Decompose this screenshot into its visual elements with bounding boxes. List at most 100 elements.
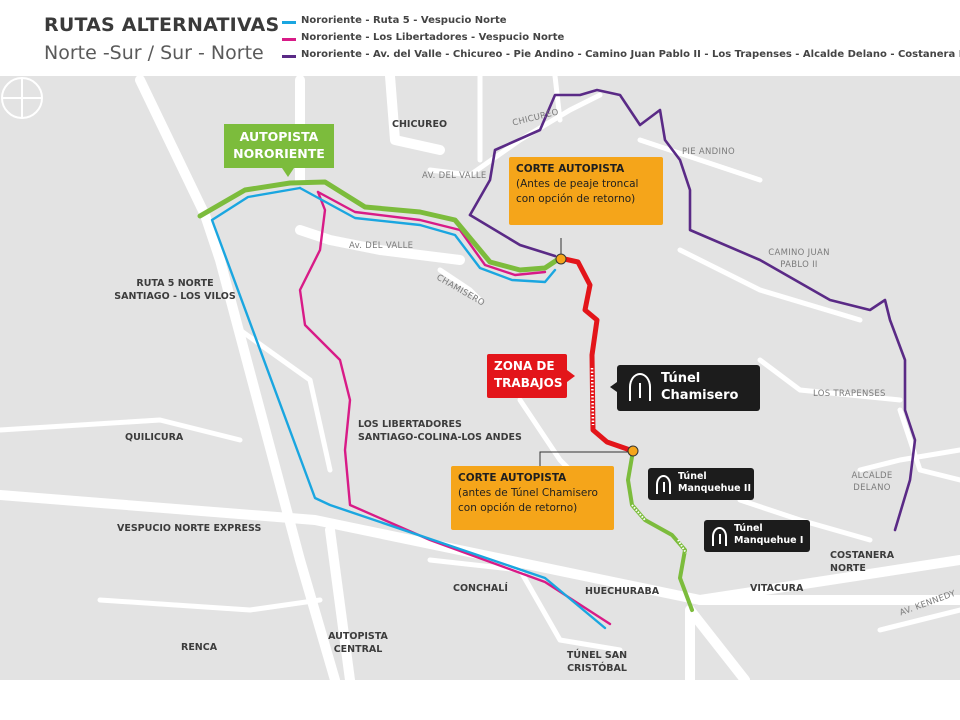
tunnel-manquehue-1-dash bbox=[677, 539, 687, 554]
map-svg bbox=[0, 76, 960, 680]
tunel-sc-line1: TÚNEL SAN bbox=[566, 650, 628, 661]
zona-line2: TRABAJOS bbox=[494, 376, 563, 390]
map-title: RUTAS ALTERNATIVAS bbox=[44, 14, 280, 36]
tunel-chamisero-text: Túnel Chamisero bbox=[661, 370, 738, 404]
street-av-del-valle-2: Av. DEL VALLE bbox=[349, 241, 414, 251]
legend-label: Nororiente - Ruta 5 - Vespucio Norte bbox=[301, 15, 507, 26]
tunel-manquehue-2-label: Túnel Manquehue II bbox=[648, 468, 754, 500]
legend-swatch-purple bbox=[282, 55, 296, 58]
corte-2-line1: (antes de Túnel Chamisero bbox=[458, 487, 598, 499]
street-camino-juan-pablo-ii: CAMINO JUAN PABLO II bbox=[763, 247, 835, 271]
tunel-chamisero-line2: Chamisero bbox=[661, 388, 739, 403]
libertadores-line2: SANTIAGO-COLINA-LOS ANDES bbox=[358, 432, 522, 443]
road-camino-jp bbox=[677, 247, 863, 323]
compass-icon bbox=[1, 77, 43, 119]
tunnel-icon bbox=[712, 527, 727, 546]
alcalde-line1: ALCALDE bbox=[851, 471, 893, 481]
autopista-nororiente-label: AUTOPISTA NORORIENTE bbox=[224, 124, 334, 168]
road-chamisero bbox=[437, 267, 483, 303]
place-chicureo: CHICUREO bbox=[392, 119, 448, 130]
place-autopista-central: AUTOPISTA CENTRAL bbox=[326, 630, 390, 656]
route-purple bbox=[468, 88, 917, 532]
ruta5-line2: SANTIAGO - LOS VILOS bbox=[114, 291, 236, 302]
map-canvas[interactable] bbox=[0, 76, 960, 680]
tunel-manquehue-1-line1: Túnel bbox=[734, 523, 763, 534]
road-minor-7 bbox=[897, 407, 960, 483]
legend-label: Nororiente - Av. del Valle - Chicureo - … bbox=[301, 49, 960, 60]
place-renca: RENCA bbox=[181, 642, 218, 653]
street-pie-andino: PIE ANDINO bbox=[682, 147, 735, 157]
street-los-trapenses: LOS TRAPENSES bbox=[813, 389, 886, 399]
corte-2-title: CORTE AUTOPISTA bbox=[458, 472, 567, 484]
legend-swatch-blue bbox=[282, 21, 296, 24]
road-minor-4 bbox=[427, 557, 623, 653]
road-av-del-valle bbox=[295, 225, 465, 265]
street-av-del-valle-1: AV. DEL VALLE bbox=[422, 171, 487, 181]
tunel-sc-line2: CRISTÓBAL bbox=[567, 663, 627, 674]
road-minor-2 bbox=[0, 417, 243, 443]
route-autopista-nororiente bbox=[197, 179, 563, 273]
libertadores-line1: LOS LIBERTADORES bbox=[358, 419, 462, 430]
tunel-manquehue-1-text: Túnel Manquehue I bbox=[734, 523, 803, 547]
tunel-manquehue-2-line2: Manquehue II bbox=[678, 483, 751, 494]
legend-label: Nororiente - Los Libertadores - Vespucio… bbox=[301, 32, 565, 43]
road-kennedy bbox=[695, 555, 960, 605]
tunel-chamisero-label: Túnel Chamisero bbox=[617, 365, 760, 411]
road-south-1 bbox=[685, 605, 750, 680]
corte-autopista-2-callout: CORTE AUTOPISTA (antes de Túnel Chamiser… bbox=[451, 466, 614, 530]
tunel-manquehue-2-text: Túnel Manquehue II bbox=[678, 471, 751, 495]
road-north-3 bbox=[552, 76, 563, 123]
tunel-manquehue-1-label: Túnel Manquehue I bbox=[704, 520, 810, 552]
road-delano bbox=[857, 447, 960, 473]
corte-autopista-1-callout: CORTE AUTOPISTA (Antes de peaje troncal … bbox=[509, 157, 663, 225]
route-blue-north bbox=[298, 186, 557, 284]
corte-1-title: CORTE AUTOPISTA bbox=[516, 163, 625, 175]
place-costanera-norte: COSTANERA NORTE bbox=[830, 549, 894, 575]
tunnel-chamisero-dash bbox=[590, 367, 595, 426]
alcalde-line2: DELANO bbox=[853, 483, 891, 493]
route-purple-link bbox=[468, 213, 557, 258]
camino-jp-line2: PABLO II bbox=[780, 260, 818, 270]
road-trapenses bbox=[757, 357, 903, 403]
costanera-line2: NORTE bbox=[830, 563, 866, 574]
tunel-manquehue-1-line2: Manquehue I bbox=[734, 535, 804, 546]
place-huechuraba: HUECHURABA bbox=[585, 586, 660, 597]
road-minor-3 bbox=[97, 597, 323, 613]
corte-1-line1: (Antes de peaje troncal bbox=[516, 178, 639, 190]
camino-jp-line1: CAMINO JUAN bbox=[768, 248, 830, 258]
tunnel-icon bbox=[656, 475, 671, 494]
place-conchali: CONCHALÍ bbox=[453, 583, 508, 594]
minor-roads bbox=[0, 76, 960, 653]
corte-2-marker bbox=[627, 445, 639, 457]
place-quilicura: QUILICURA bbox=[125, 432, 184, 443]
zona-de-trabajos-label: ZONA DE TRABAJOS bbox=[487, 354, 567, 398]
route-magenta-north bbox=[316, 190, 547, 277]
tunel-chamisero-pointer bbox=[610, 382, 617, 392]
zona-label-pointer bbox=[567, 370, 575, 382]
road-minor-1 bbox=[237, 327, 333, 473]
ruta5-line1: RUTA 5 NORTE bbox=[136, 278, 214, 289]
route-blue bbox=[210, 186, 607, 630]
road-minor-8 bbox=[877, 607, 960, 633]
zona-line1: ZONA DE bbox=[494, 359, 555, 373]
road-autopista-central bbox=[325, 525, 355, 680]
corte-1-marker bbox=[555, 253, 567, 265]
autopista-central-line1: AUTOPISTA bbox=[328, 631, 388, 642]
tunnel-manquehue-2-dash bbox=[631, 504, 646, 521]
tunel-manquehue-2-line1: Túnel bbox=[678, 471, 707, 482]
page-footer bbox=[0, 680, 960, 720]
route-magenta bbox=[298, 190, 612, 626]
road-chicureo-west bbox=[385, 76, 445, 155]
place-ruta5-norte: RUTA 5 NORTE SANTIAGO - LOS VILOS bbox=[113, 277, 237, 303]
tunel-chamisero-line1: Túnel bbox=[661, 371, 701, 386]
road-pie-andino bbox=[637, 137, 763, 183]
route-zona-trabajos bbox=[557, 255, 636, 454]
autopista-label-line2: NORORIENTE bbox=[233, 146, 325, 161]
place-tunel-san-cristobal: TÚNEL SAN CRISTÓBAL bbox=[555, 649, 639, 675]
tunnel-icon bbox=[629, 373, 651, 401]
street-alcalde-delano: ALCALDE DELANO bbox=[846, 470, 898, 494]
autopista-label-pointer bbox=[282, 168, 294, 177]
map-subtitle: Norte -Sur / Sur - Norte bbox=[44, 42, 264, 64]
place-los-libertadores: LOS LIBERTADORES SANTIAGO-COLINA-LOS AND… bbox=[358, 418, 522, 444]
autopista-central-line2: CENTRAL bbox=[333, 644, 383, 655]
